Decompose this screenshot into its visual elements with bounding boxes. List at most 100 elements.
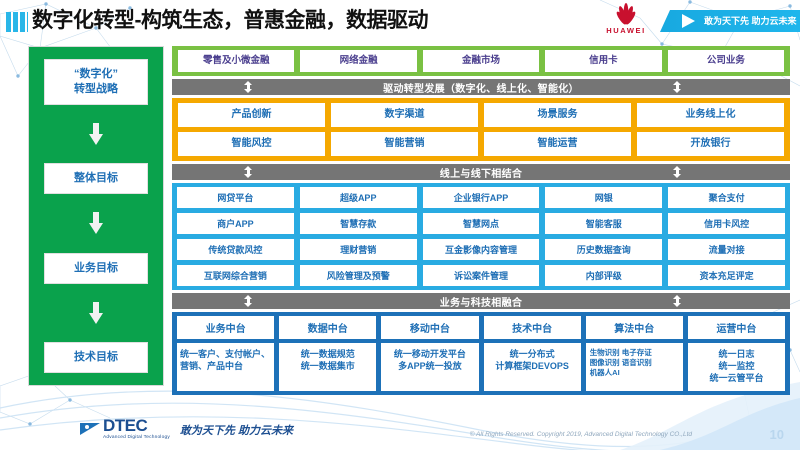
up-down-arrow-icon-right-1 bbox=[673, 81, 682, 93]
huawei-wordmark: HUAWEI bbox=[606, 26, 646, 35]
capability-scenario-service[interactable]: 场景服务 bbox=[484, 103, 631, 127]
banner-text: 敢为天下先 助力云未来 bbox=[704, 16, 797, 26]
platform-column-data[interactable]: 数据中台 统一数据规范 统一数据集市 bbox=[279, 316, 377, 391]
slide-footer: DTEC Advanced Digital Technology 敢为天下先 助… bbox=[0, 394, 800, 450]
application-capital-adequacy[interactable]: 资本充足评定 bbox=[668, 265, 785, 286]
application-internal-rating[interactable]: 内部评级 bbox=[545, 265, 663, 286]
huawei-fan-icon bbox=[604, 2, 648, 26]
application-credit-card-risk[interactable]: 信用卡风控 bbox=[668, 213, 785, 234]
capabilities-row-2: 智能风控 智能营销 智能运营 开放银行 bbox=[178, 132, 784, 156]
platform-operation-body-line3: 统一云管平台 bbox=[709, 373, 764, 383]
application-smart-deposit[interactable]: 智慧存款 bbox=[299, 213, 417, 234]
up-down-arrow-icon-left-3 bbox=[244, 295, 253, 307]
application-corporate-bank-app[interactable]: 企业银行APP bbox=[422, 187, 540, 208]
application-internet-integrated-marketing[interactable]: 互联网综合营销 bbox=[177, 265, 294, 286]
slogan-banner: 敢为天下先 助力云未来 bbox=[660, 10, 800, 32]
capability-product-innovation[interactable]: 产品创新 bbox=[178, 103, 325, 127]
platform-data-body: 统一数据规范 统一数据集市 bbox=[279, 343, 377, 391]
platform-operation-body-line2: 统一监控 bbox=[718, 361, 755, 371]
business-line-financial-market[interactable]: 金融市场 bbox=[422, 50, 540, 72]
platform-column-business[interactable]: 业务中台 统一客户、支付帐户、营销、产品中台 bbox=[177, 316, 275, 391]
platform-technology-body: 统一分布式 计算框架DEVOPS bbox=[483, 343, 581, 391]
capability-open-bank[interactable]: 开放银行 bbox=[637, 132, 784, 156]
capability-smart-marketing[interactable]: 智能营销 bbox=[331, 132, 478, 156]
application-history-data-query[interactable]: 历史数据查询 bbox=[545, 239, 663, 260]
platform-data-body-line1: 统一数据规范 bbox=[300, 349, 355, 359]
application-smart-branch[interactable]: 智慧网点 bbox=[422, 213, 540, 234]
sidebar-item-strategy[interactable]: “数字化” 转型战略 bbox=[44, 59, 148, 105]
platform-operation-title: 运营中台 bbox=[687, 316, 786, 339]
applications-row-3: 传统贷款风控 理财营销 互金影像内容管理 历史数据查询 流量对接 bbox=[177, 239, 785, 260]
connector-online-offline: 线上与线下相结合 bbox=[172, 164, 790, 180]
platform-data-body-line2: 统一数据集市 bbox=[300, 361, 355, 371]
application-risk-management-warning[interactable]: 风险管理及预警 bbox=[299, 265, 417, 286]
platform-column-operation[interactable]: 运营中台 统一日志 统一监控 统一云管平台 bbox=[687, 316, 786, 391]
up-down-arrow-icon-left-2 bbox=[244, 166, 253, 178]
capabilities-band: 产品创新 数字渠道 场景服务 业务线上化 智能风控 智能营销 智能运营 开放银行 bbox=[172, 98, 790, 161]
platform-column-mobile[interactable]: 移动中台 统一移动开发平台 多APP统一投放 bbox=[381, 316, 479, 391]
business-line-credit-card[interactable]: 信用卡 bbox=[545, 50, 662, 72]
page-number: 10 bbox=[769, 427, 784, 442]
capability-digital-channel[interactable]: 数字渠道 bbox=[331, 103, 478, 127]
dtec-logo: DTEC Advanced Digital Technology 敢为天下先 助… bbox=[80, 417, 293, 440]
business-lines-band: 零售及小微金融 网络金融 金融市场 信用卡 公司业务 bbox=[172, 46, 790, 76]
platforms-band: 业务中台 统一客户、支付帐户、营销、产品中台 数据中台 统一数据规范 统一数据集… bbox=[172, 312, 790, 395]
copyright-text: © All Rights Reserved. Copyright 2019, A… bbox=[469, 431, 692, 438]
platform-business-title: 业务中台 bbox=[177, 316, 275, 339]
platform-column-algorithm[interactable]: 算法中台 生物识别 电子存证 图像识别 语音识别 机器人AI bbox=[585, 316, 683, 391]
dtec-tagline: Advanced Digital Technology bbox=[103, 435, 170, 440]
connector-drive-transformation: 驱动转型发展（数字化、线上化、智能化） bbox=[172, 79, 790, 95]
applications-row-2: 商户APP 智慧存款 智慧网点 智能客服 信用卡风控 bbox=[177, 213, 785, 234]
huawei-logo: HUAWEI bbox=[598, 2, 654, 38]
application-online-banking[interactable]: 网银 bbox=[545, 187, 663, 208]
application-online-lending[interactable]: 网贷平台 bbox=[177, 187, 294, 208]
up-down-arrow-icon-right-3 bbox=[673, 295, 682, 307]
page-title: 数字化转型-构筑生态，普惠金融，数据驱动 bbox=[32, 9, 429, 32]
application-traditional-loan-risk[interactable]: 传统贷款风控 bbox=[177, 239, 294, 260]
up-down-arrow-icon-left-1 bbox=[244, 81, 253, 93]
paper-plane-icon bbox=[682, 14, 695, 28]
application-super-app[interactable]: 超级APP bbox=[299, 187, 417, 208]
platform-column-technology[interactable]: 技术中台 统一分布式 计算框架DEVOPS bbox=[483, 316, 581, 391]
application-traffic-docking[interactable]: 流量对接 bbox=[668, 239, 785, 260]
platform-algorithm-body-line3: 机器人AI bbox=[589, 368, 620, 377]
platform-technology-title: 技术中台 bbox=[483, 316, 581, 339]
dtec-wordmark: DTEC bbox=[103, 416, 148, 435]
title-accent-icon bbox=[6, 12, 28, 32]
capability-smart-risk-control[interactable]: 智能风控 bbox=[178, 132, 325, 156]
platform-mobile-body: 统一移动开发平台 多APP统一投放 bbox=[381, 343, 479, 391]
connector-biz-tech-fusion: 业务与科技相融合 bbox=[172, 293, 790, 309]
capability-business-online[interactable]: 业务线上化 bbox=[637, 103, 784, 127]
application-merchant-app[interactable]: 商户APP bbox=[177, 213, 294, 234]
platform-mobile-body-line2: 多APP统一投放 bbox=[398, 361, 462, 371]
connector-drive-label: 驱动转型发展（数字化、线上化、智能化） bbox=[383, 83, 579, 95]
business-line-retail[interactable]: 零售及小微金融 bbox=[178, 50, 295, 72]
down-arrow-icon-1 bbox=[89, 123, 103, 146]
application-image-content-mgmt[interactable]: 互金影像内容管理 bbox=[422, 239, 540, 260]
platform-technology-body-line2: 计算框架DEVOPS bbox=[495, 361, 569, 371]
business-line-internet-finance[interactable]: 网络金融 bbox=[300, 50, 417, 72]
strategy-sidebar: “数字化” 转型战略 整体目标 业务目标 技术目标 bbox=[28, 46, 164, 386]
platform-business-body: 统一客户、支付帐户、营销、产品中台 bbox=[177, 343, 275, 391]
capability-smart-operation[interactable]: 智能运营 bbox=[484, 132, 631, 156]
sidebar-item-business-goal[interactable]: 业务目标 bbox=[44, 252, 148, 284]
applications-row-1: 网贷平台 超级APP 企业银行APP 网银 聚合支付 bbox=[177, 187, 785, 208]
business-line-corporate[interactable]: 公司业务 bbox=[667, 50, 785, 72]
platform-operation-body-line1: 统一日志 bbox=[718, 349, 755, 359]
architecture-stack: 零售及小微金融 网络金融 金融市场 信用卡 公司业务 驱动转型发展（数字化、线上… bbox=[172, 46, 790, 395]
down-arrow-icon-2 bbox=[89, 212, 103, 235]
applications-band: 网贷平台 超级APP 企业银行APP 网银 聚合支付 商户APP 智慧存款 智慧… bbox=[172, 183, 790, 290]
application-smart-customer-service[interactable]: 智能客服 bbox=[545, 213, 663, 234]
sidebar-item-overall-goal[interactable]: 整体目标 bbox=[44, 163, 148, 195]
platform-algorithm-body-line2: 图像识别 语音识别 bbox=[589, 358, 652, 367]
sidebar-item-technology-goal[interactable]: 技术目标 bbox=[44, 341, 148, 373]
application-litigation-case-mgmt[interactable]: 诉讼案件管理 bbox=[422, 265, 540, 286]
application-wealth-marketing[interactable]: 理财营销 bbox=[299, 239, 417, 260]
platform-data-title: 数据中台 bbox=[279, 316, 377, 339]
platforms-row: 业务中台 统一客户、支付帐户、营销、产品中台 数据中台 统一数据规范 统一数据集… bbox=[177, 316, 786, 391]
up-down-arrow-icon-right-2 bbox=[673, 166, 682, 178]
dtec-arrow-icon bbox=[80, 420, 102, 440]
application-aggregate-payment[interactable]: 聚合支付 bbox=[668, 187, 785, 208]
business-lines-row: 零售及小微金融 网络金融 金融市场 信用卡 公司业务 bbox=[178, 50, 785, 72]
